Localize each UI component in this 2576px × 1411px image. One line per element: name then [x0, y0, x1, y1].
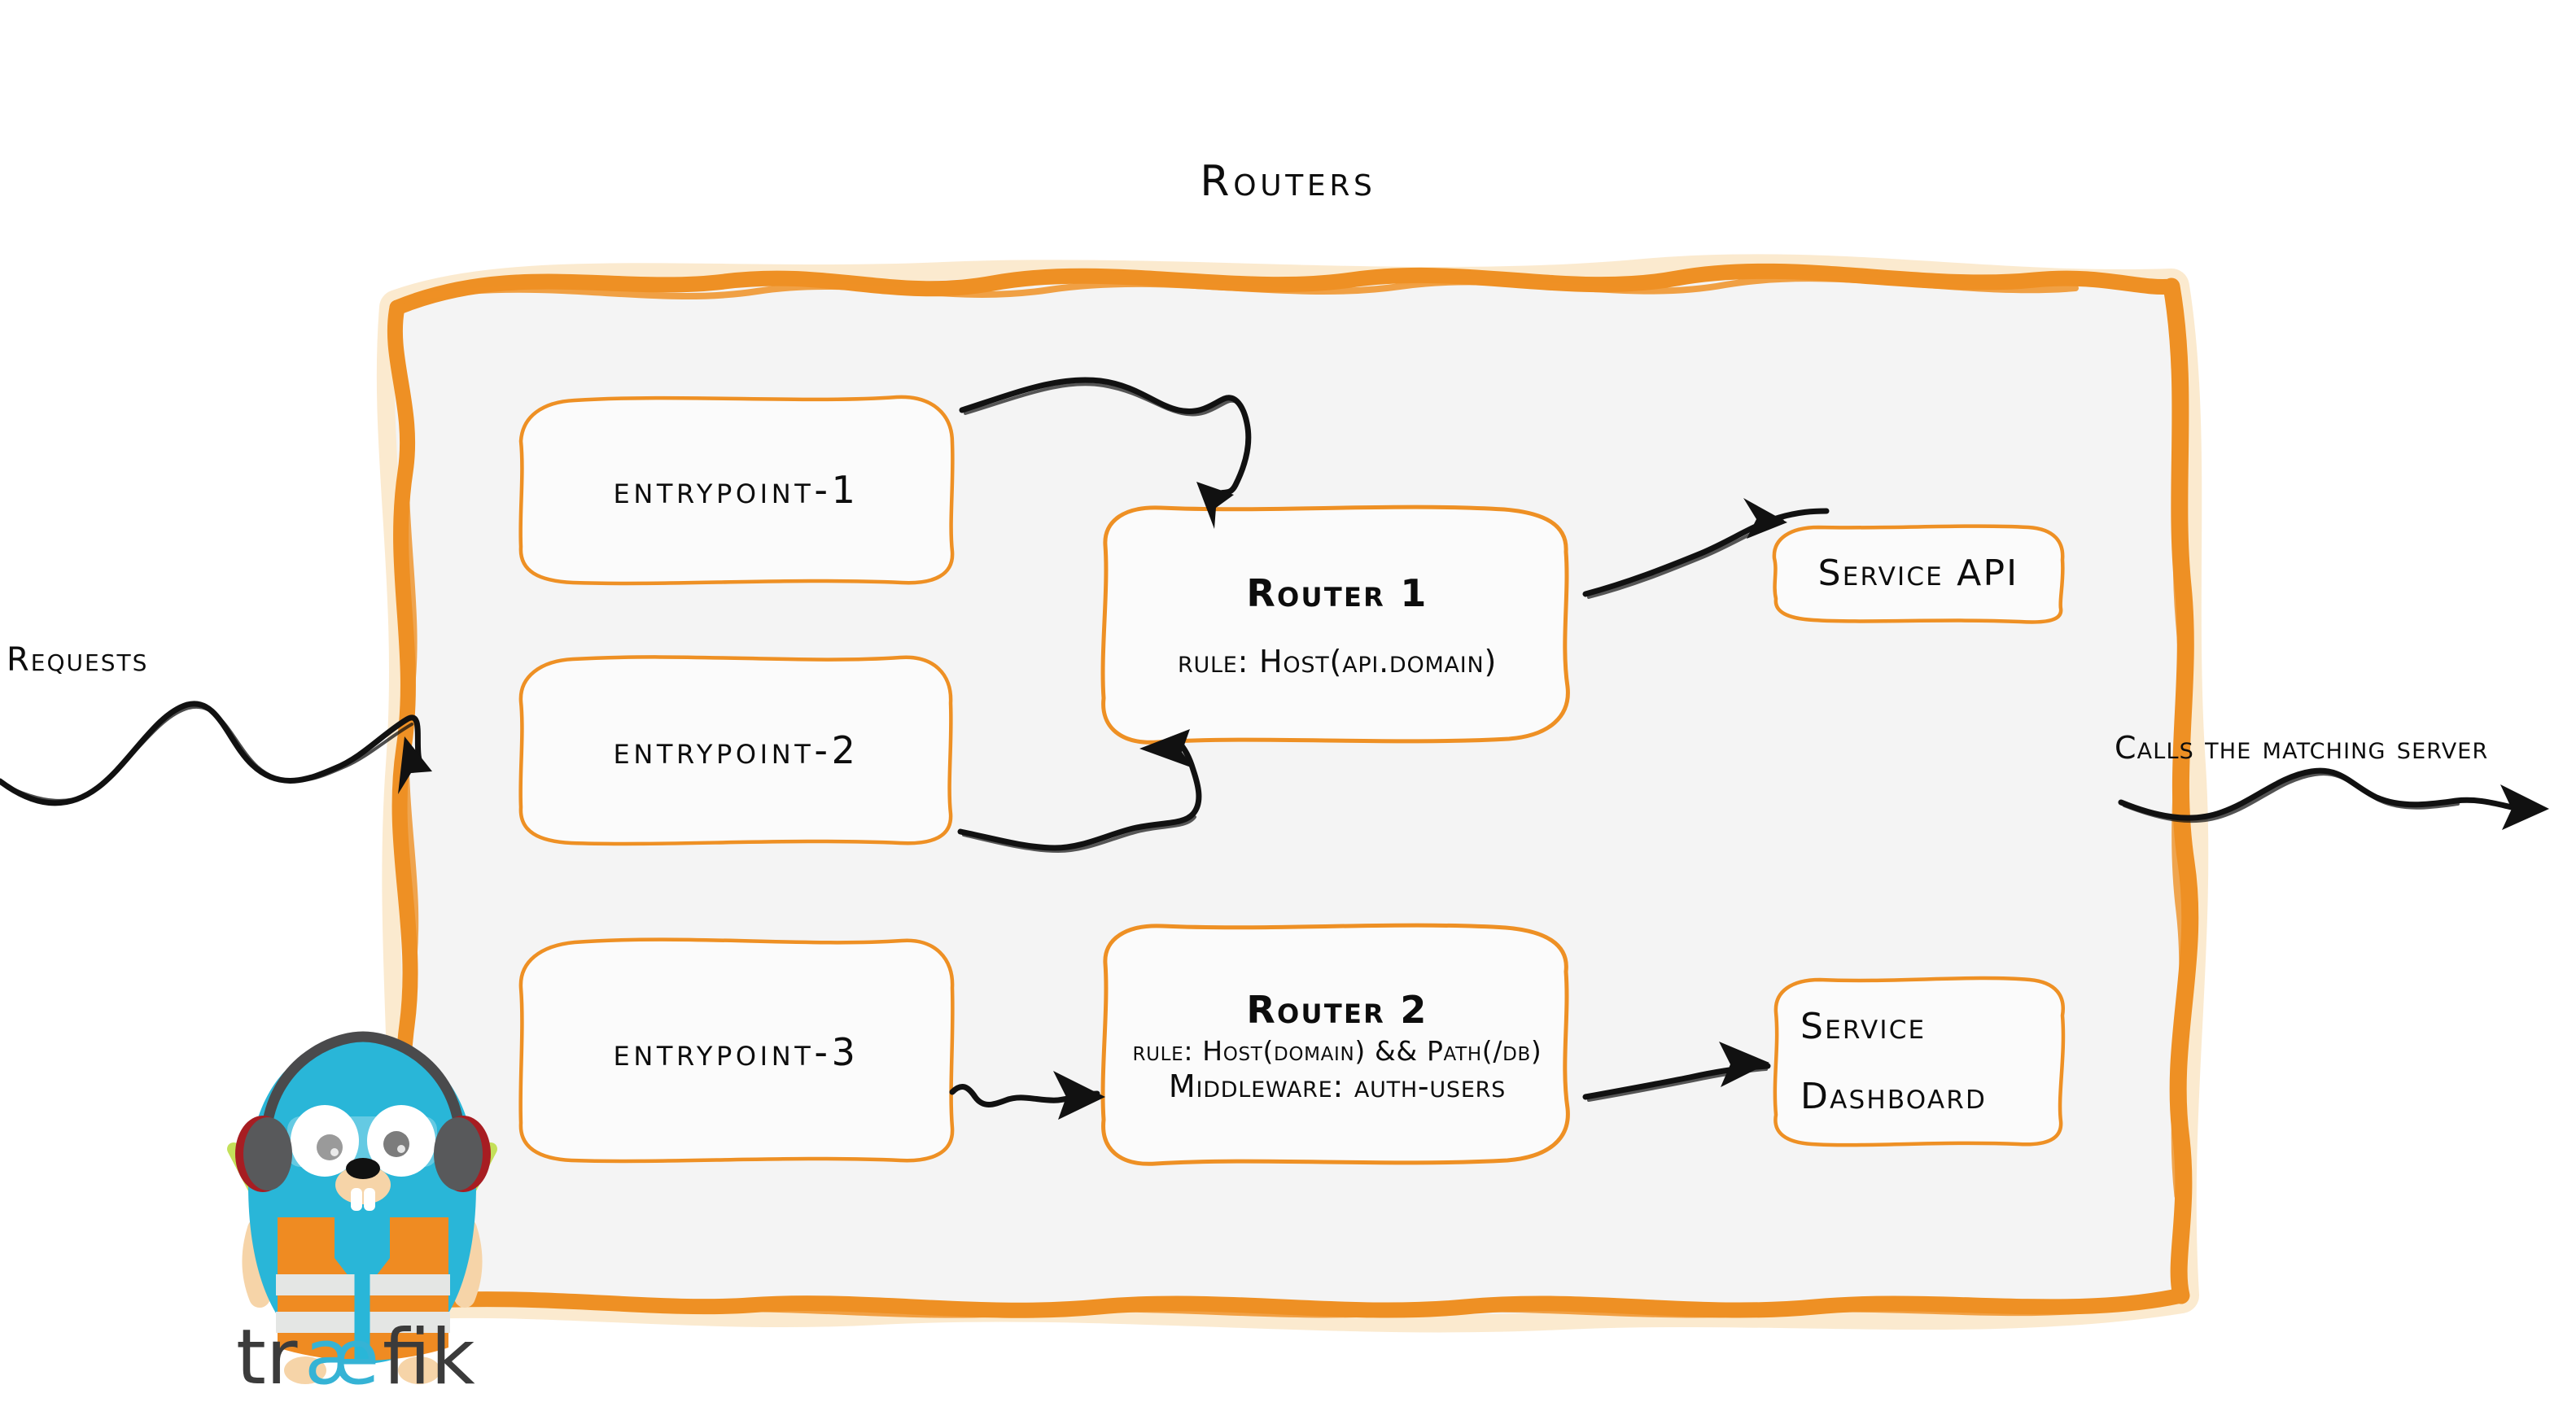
router-2-outline — [1100, 923, 1570, 1166]
entrypoint-3-outline — [518, 937, 955, 1164]
gopher-muzzle — [335, 1165, 391, 1204]
router-1-box[interactable]: Router 1 rule: Host(api.domain) — [1097, 498, 1577, 754]
page-title: Routers — [1200, 157, 1376, 206]
gopher-headband — [260, 1031, 466, 1138]
gopher-nose — [346, 1158, 380, 1179]
arrow-requests-path — [0, 701, 426, 806]
logo-text-pre: tr — [236, 1317, 298, 1402]
gopher-earcup-right — [434, 1116, 491, 1192]
gopher-tooth-right — [364, 1188, 375, 1211]
entrypoint-2-outline — [518, 655, 953, 846]
gopher-tooth-left — [351, 1188, 362, 1211]
entrypoint-1-outline — [518, 395, 955, 586]
arrowhead-calls — [2500, 784, 2549, 830]
gopher-foot-right — [398, 1356, 440, 1384]
router-2-box[interactable]: Router 2 rule: Host(domain) && Path(/db)… — [1097, 918, 1577, 1175]
traefik-logo: tr æ fik — [236, 1317, 505, 1402]
entrypoint-1-box[interactable]: entrypoint-1 — [514, 392, 958, 588]
logo-text-ligature: æ — [304, 1317, 379, 1402]
service-api-box[interactable]: Service API — [1768, 521, 2069, 627]
gopher-pupil-left — [317, 1134, 343, 1160]
traefik-gopher-mascot — [216, 1025, 509, 1408]
arrow-requests-jitter — [0, 705, 413, 802]
service-dashboard-outline — [1773, 976, 2066, 1147]
entrypoint-3-box[interactable]: entrypoint-3 — [514, 934, 958, 1170]
service-dashboard-box[interactable]: Service Dashboard — [1768, 973, 2069, 1151]
router-1-outline — [1100, 505, 1570, 745]
requests-label: Requests — [7, 641, 149, 679]
entrypoint-2-box[interactable]: entrypoint-2 — [514, 651, 958, 850]
gopher-pupil-right — [383, 1131, 409, 1157]
logo-text-post: fik — [383, 1317, 475, 1402]
service-api-outline — [1772, 524, 2065, 624]
gopher-earcup-left — [235, 1116, 292, 1192]
calls-matching-server-label: Calls the matching server — [2115, 730, 2489, 766]
gopher-foot-left — [284, 1356, 326, 1384]
